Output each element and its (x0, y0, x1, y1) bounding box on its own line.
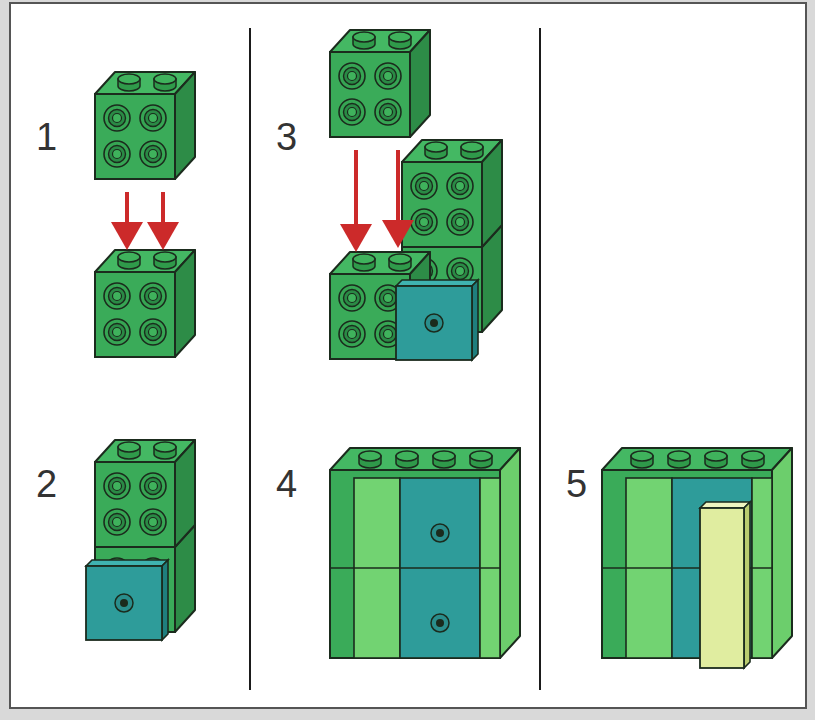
step-number: 5 (566, 465, 587, 503)
step-number: 2 (36, 465, 57, 503)
step-number: 4 (276, 465, 297, 503)
step-number: 1 (36, 118, 57, 156)
step-number: 3 (276, 118, 297, 156)
